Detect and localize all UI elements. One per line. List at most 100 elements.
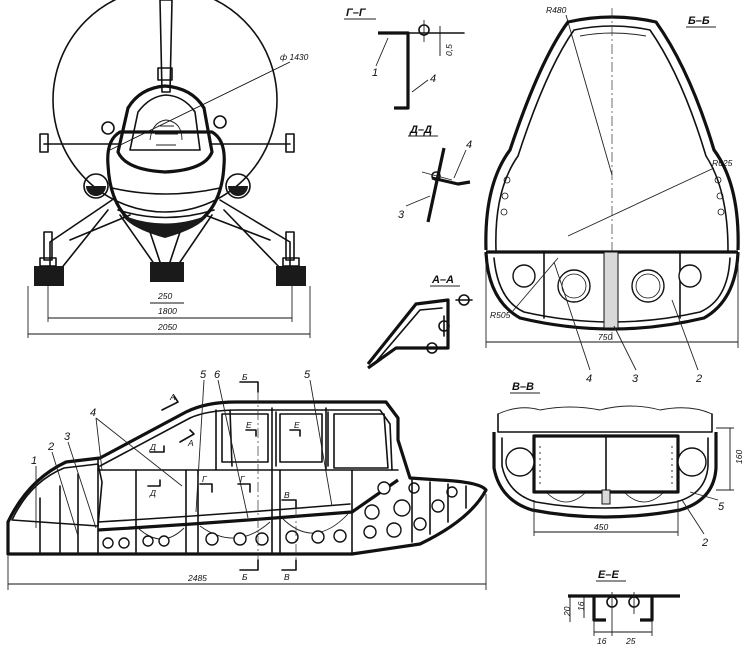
section-a-a-title: А–А [431,274,454,286]
dim-total-text: 2050 [157,322,177,332]
side-view-tail-hole [408,482,420,494]
side-view-leader-5a [195,379,205,513]
side-view-callout-4: 4 [90,407,96,419]
section-e-e-title: Е–Е [598,569,619,581]
section-b-b-dim-text: 750 [598,332,612,342]
section-g-g-dim-text: 0,5 [444,44,454,56]
side-view-keel-beam-2 [97,503,351,523]
cut-marker-g-2 [237,483,251,493]
side-view-keel-beam [97,478,399,532]
section-b-b-leader-r480 [565,14,613,176]
side-view-tail-hole [363,525,377,539]
cut-marker-a-2 [179,429,195,443]
section-e-e-profile-right [640,596,654,622]
left-skid-pad [34,266,64,286]
cut-marker-b-bottom [239,559,259,571]
side-view-leader-5b [309,379,333,507]
section-d-d-callout-4: 4 [466,139,472,151]
side-view-tail-hole [393,499,411,517]
section-v-v-hole [505,447,535,477]
section-g-g-leader-1 [375,37,389,67]
pilot-figure [149,119,183,146]
side-view-canopy-frames [215,407,329,471]
section-b-b-rib-hole [503,176,511,184]
cut-marker-d-2-label: Д [149,488,156,498]
cut-marker-d-1 [149,445,165,453]
cut-marker-e-1 [245,429,257,437]
left-skid-cap [39,257,57,267]
cut-marker-e-1-label: Е [246,420,252,430]
section-e-e-dim-h1-text: 20 [562,606,572,617]
right-side-tank [225,173,251,199]
right-skid-pad [276,266,306,286]
fuselage-belly [117,209,215,219]
side-view-leader-3 [67,441,97,529]
side-view-hole [285,530,299,544]
section-e-e-dim-w2-text: 25 [625,636,636,646]
side-view-tail-hole [377,481,391,495]
cut-marker-d-2 [147,479,161,487]
cut-marker-a-1-label: А [169,392,176,402]
section-d-d-rivet [431,171,441,181]
section-b-b-radius-side: R625 [712,158,733,168]
cut-marker-b-bottom-label: Б [242,572,248,582]
side-view-leader-4b [95,417,183,487]
section-v-v-hole-lower [623,491,665,503]
right-skid-cap [282,257,300,267]
section-b-b-leader-4 [553,261,591,371]
section-b-b-leader-r625 [567,167,715,237]
side-view-callout-2: 2 [47,441,54,453]
side-view-tail-hole [364,504,380,520]
section-v-v-callout-5: 5 [718,501,725,513]
section-d-d-plate [426,147,446,223]
section-v-v-leader-2 [681,499,705,535]
canopy-frame-inner [129,94,201,151]
cut-marker-a-2-label: А [187,438,194,448]
cut-marker-g-1 [199,483,213,493]
cut-marker-d-1-label: Д [149,442,156,452]
fuselage-lower-line [111,187,221,195]
side-view-hole [102,537,114,549]
section-g-g: Г–Г 0,5 1 4 [344,7,465,110]
side-view-hole [233,532,247,546]
section-v-v-dim-width-text: 450 [594,522,608,532]
side-view-leader-2 [51,451,79,537]
side-view-tail-hole [431,499,445,513]
side-view-callout-1: 1 [31,455,37,467]
section-b-b-bulkhead-center [603,251,619,329]
cut-marker-v-top [281,499,297,509]
section-b-b-leader-2 [671,299,699,371]
section-b-b-hole [557,269,591,303]
side-view: 2485 1 2 3 4 5 6 5 А А Д Д Б Б Е Е [6,369,488,590]
section-d-d: Д–Д 4 3 [398,124,472,223]
cut-marker-v-bottom-label: В [284,572,290,582]
left-gear-post [43,231,53,261]
section-b-b-leader-r505 [511,257,559,313]
section-g-g-callout-4: 4 [430,73,436,85]
section-g-g-title: Г–Г [346,7,367,19]
side-view-callout-5a: 5 [200,369,207,381]
side-view-canopy-inner [99,409,393,471]
side-view-frames [97,457,353,555]
side-view-tail-hole [446,486,458,498]
left-side-tank [83,173,109,199]
section-b-b-rib-hole [716,192,724,200]
front-view: ф 1430 250 [27,0,311,338]
left-outrigger-end [39,133,49,153]
right-outrigger-end [285,133,295,153]
section-d-d-title: Д–Д [409,124,432,136]
section-d-d-callout-3: 3 [398,209,405,221]
cut-marker-e-2 [289,429,301,437]
side-view-outer-profile [6,400,488,556]
cut-marker-g-1-label: Г [202,474,208,484]
side-view-leader-6 [217,379,249,519]
side-view-dim-text: 2485 [187,573,207,583]
cut-marker-v-bottom [281,559,297,571]
center-skid-pad [150,262,184,282]
side-view-hole [333,529,347,543]
section-b-b-callout-3: 3 [632,373,639,385]
section-b-b-radius-bottom: R505 [490,310,511,320]
rotor-disk-circle [52,0,278,213]
side-view-callout-5b: 5 [304,369,311,381]
section-b-b-rib-hole [500,208,508,216]
